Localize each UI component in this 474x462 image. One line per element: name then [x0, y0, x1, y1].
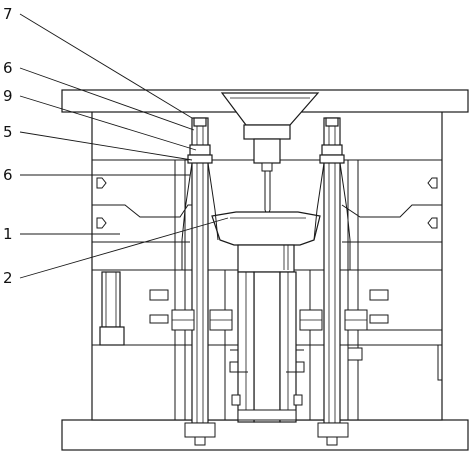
- callout-5: 5: [3, 123, 13, 141]
- callout-6-top: 6: [3, 59, 13, 77]
- core-support: [253, 271, 281, 423]
- callout-1: 1: [3, 225, 13, 243]
- bottom-clamp-plate: [61, 419, 469, 451]
- leader-5: [19, 131, 193, 161]
- callout-9: 9: [3, 87, 13, 105]
- callout-2: 2: [3, 269, 13, 287]
- callout-7: 7: [3, 5, 13, 23]
- callout-6-mid: 6: [3, 166, 13, 184]
- leader-6-top: [19, 67, 195, 131]
- molded-part: [211, 211, 321, 246]
- leader-2: [19, 217, 229, 279]
- right-pin-assembly: [313, 117, 351, 446]
- left-pin-assembly: [181, 117, 219, 446]
- leader-7: [19, 13, 193, 119]
- leader-9: [19, 95, 197, 151]
